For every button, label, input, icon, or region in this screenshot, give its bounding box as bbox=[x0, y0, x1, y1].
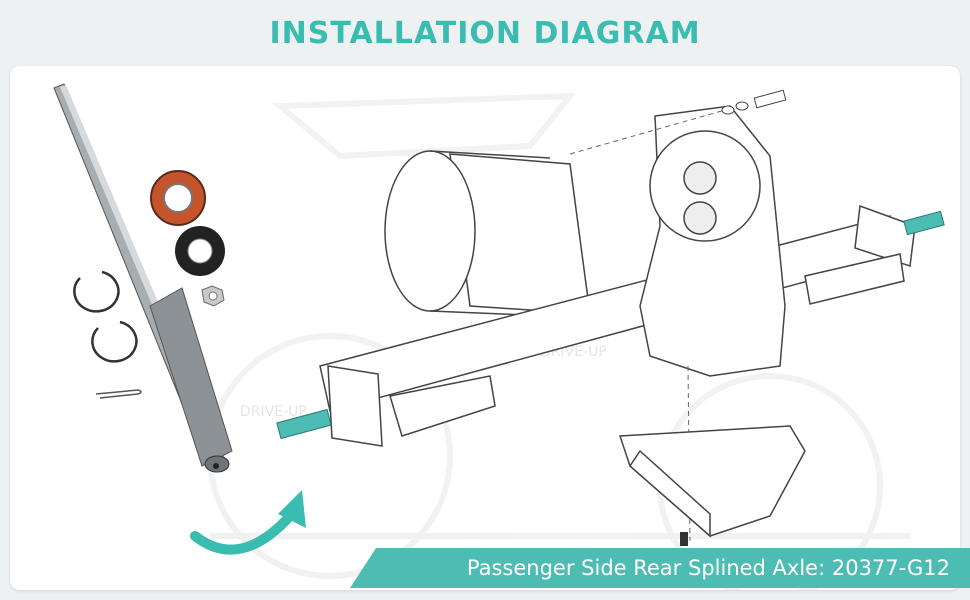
axle-shaft bbox=[53, 83, 233, 473]
retaining-ring bbox=[73, 270, 138, 363]
arrow-icon bbox=[190, 511, 295, 555]
header: INSTALLATION DIAGRAM bbox=[0, 0, 970, 66]
installation-diagram: DRIVE-UP DRIVE-UP bbox=[53, 83, 945, 590]
watermark-text: DRIVE-UP bbox=[240, 404, 307, 420]
diagram-panel: DRIVE-UP DRIVE-UP bbox=[10, 66, 960, 590]
oil-seal bbox=[175, 226, 225, 276]
arrow-head-icon bbox=[278, 490, 306, 528]
castle-nut bbox=[201, 285, 225, 307]
caption-text: Passenger Side Rear Splined Axle: 20377-… bbox=[466, 556, 950, 580]
bolt bbox=[721, 89, 787, 115]
axle-spline-left bbox=[276, 408, 332, 440]
axle-spline-right bbox=[903, 210, 945, 236]
page-title: INSTALLATION DIAGRAM bbox=[269, 15, 701, 51]
motor bbox=[384, 150, 591, 317]
bearing bbox=[150, 170, 206, 226]
cotter-pin bbox=[95, 389, 142, 399]
differential bbox=[639, 105, 786, 377]
caption-banner: Passenger Side Rear Splined Axle: 20377-… bbox=[350, 548, 970, 588]
drain-plug bbox=[680, 532, 688, 546]
skid-plate bbox=[618, 425, 806, 538]
